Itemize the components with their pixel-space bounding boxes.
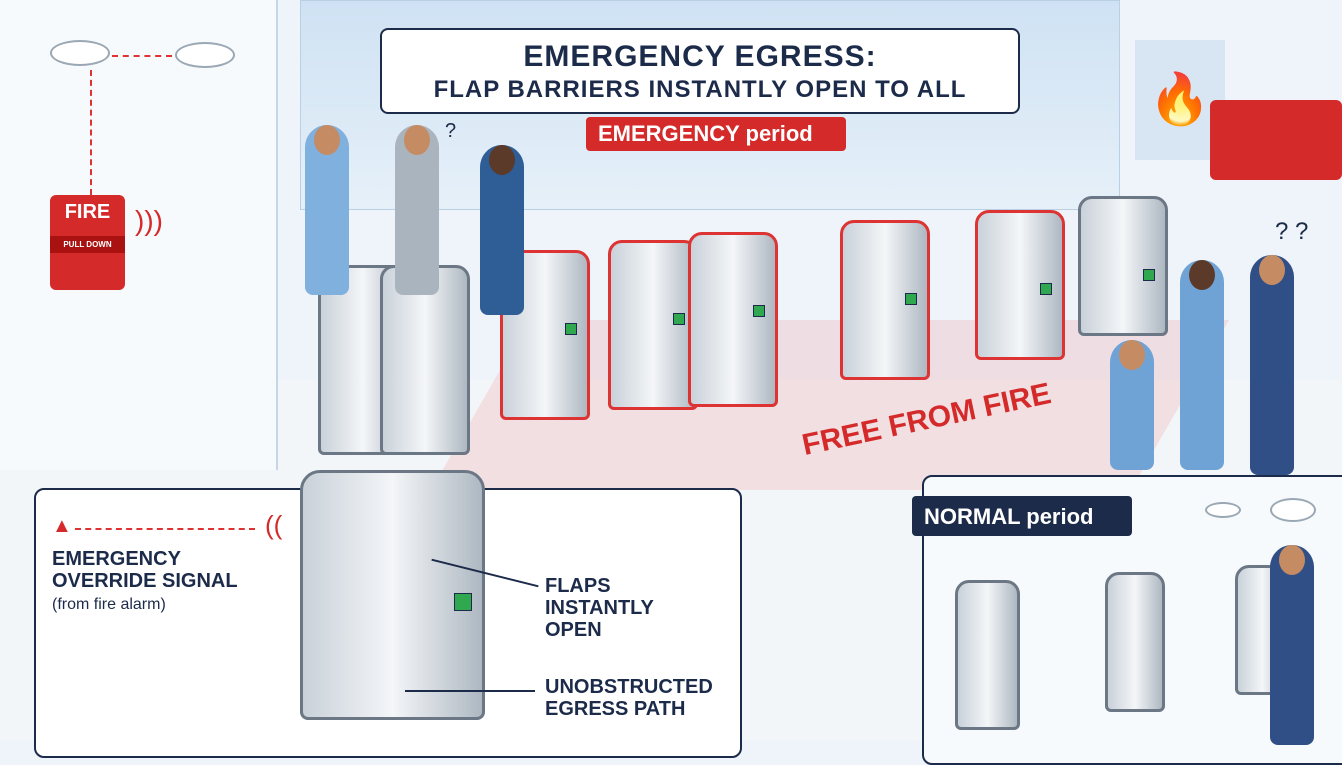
signal-waves-icon: (( (265, 510, 283, 540)
check-arrow-icon (905, 293, 917, 305)
question-marks: ? ? (1275, 218, 1309, 245)
person (1250, 255, 1294, 475)
title-line-1: EMERGENCY EGRESS: (523, 40, 877, 73)
flap-barrier-closed (955, 580, 1020, 730)
title-box: EMERGENCY EGRESS: FLAP BARRIERS INSTANTL… (380, 28, 1020, 114)
signal-line (112, 55, 172, 57)
smoke-detector-icon (175, 42, 235, 68)
smoke-detector-icon (1270, 498, 1316, 522)
check-arrow-icon (753, 305, 765, 317)
check-arrow-icon (565, 323, 577, 335)
emergency-period-tag: EMERGENCY period (586, 117, 846, 151)
person (305, 125, 349, 295)
smoke-detector-icon (50, 40, 110, 66)
override-signal-line (75, 528, 255, 530)
fire-label: FIRE (64, 201, 111, 223)
leader-line (405, 690, 535, 692)
person (1110, 340, 1154, 470)
fire-alarm-small-icon: ▲ (52, 515, 72, 537)
check-arrow-icon (454, 593, 472, 611)
left-wall (0, 0, 278, 470)
flap-barrier-open (608, 240, 698, 410)
person (1270, 545, 1314, 745)
check-arrow-icon (1143, 269, 1155, 281)
flap-barrier-open (975, 210, 1065, 360)
flap-barrier-open (688, 232, 778, 407)
check-arrow-icon (1040, 283, 1052, 295)
check-arrow-icon (673, 313, 685, 325)
person (480, 145, 524, 315)
egress-path-label: UNOBSTRUCTED EGRESS PATH (545, 676, 713, 720)
flap-barrier-open (1078, 196, 1168, 336)
signal-line (90, 70, 92, 195)
flap-barrier-open (840, 220, 930, 380)
flaps-open-label: FLAPS INSTANTLY OPEN (545, 575, 654, 641)
signal-waves-icon: ))) (135, 205, 163, 236)
normal-period-tag: NORMAL period (912, 496, 1132, 536)
override-signal-sublabel: (from fire alarm) (52, 596, 166, 613)
flap-barrier-closed (380, 265, 470, 455)
person (395, 125, 439, 295)
override-signal-label: EMERGENCY OVERRIDE SIGNAL (52, 548, 238, 592)
question-mark: ? (445, 120, 457, 142)
pull-down-label: PULL DOWN (50, 236, 125, 253)
smoke-detector-icon (1205, 502, 1241, 518)
fire-truck-icon (1210, 100, 1342, 180)
title-line-2: FLAP BARRIERS INSTANTLY OPEN TO ALL (433, 76, 967, 103)
flap-barrier-closeup (300, 470, 485, 720)
flap-barrier-closed (1105, 572, 1165, 712)
fire-alarm-pull-station-icon: FIRE PULL DOWN (50, 195, 125, 290)
person (1180, 260, 1224, 470)
